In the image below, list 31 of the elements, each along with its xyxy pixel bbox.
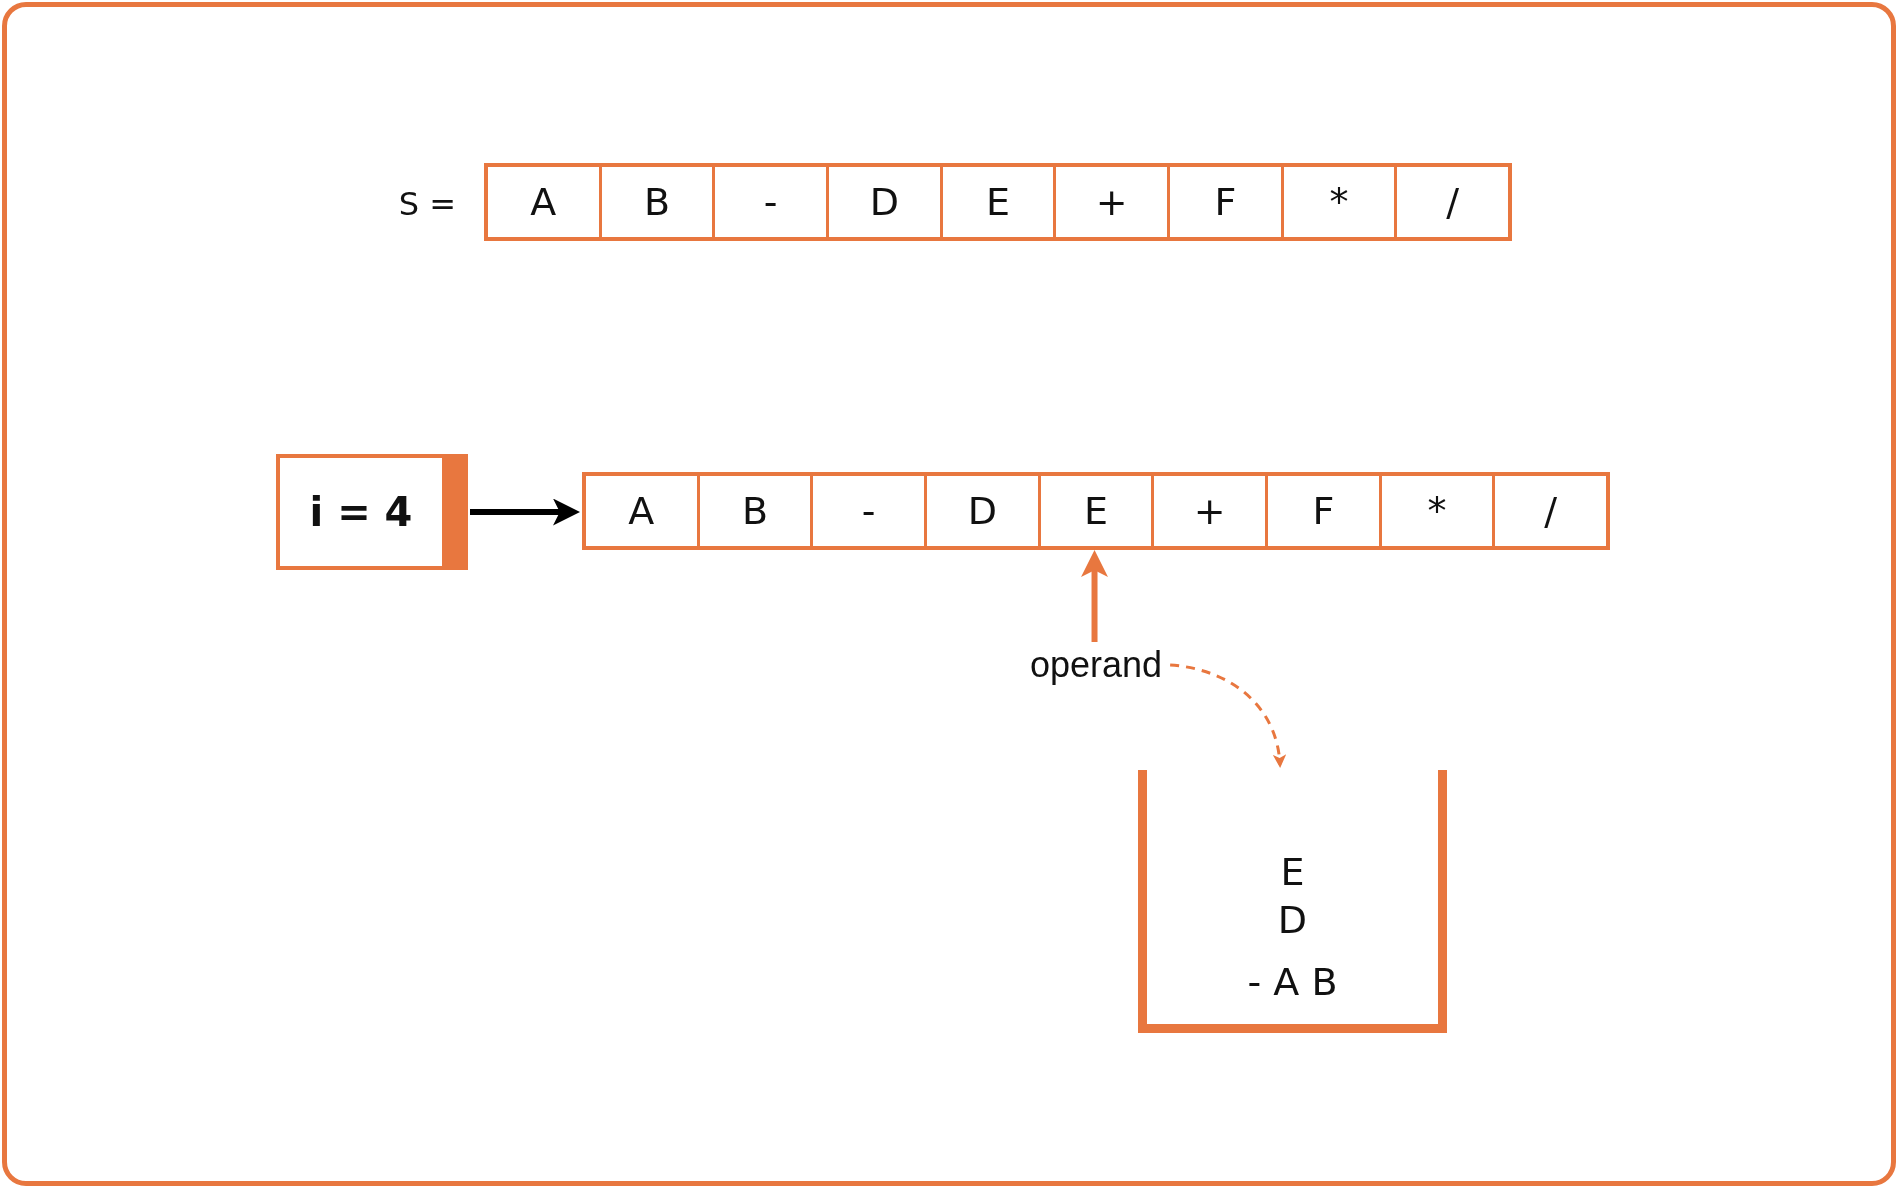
array-cell: A [488,167,599,237]
array-cell: / [1492,476,1607,546]
array-cell: F [1167,167,1281,237]
stack-item: D [1277,897,1308,944]
stack-item: E [1280,849,1305,896]
stack-item: - A B [1247,959,1338,1006]
array-cell: D [826,167,940,237]
array-cell: + [1053,167,1168,237]
array-cell: / [1394,167,1509,237]
index-label: i = 4 [309,488,413,536]
array-cell: + [1151,476,1266,546]
array-cell: * [1280,167,1395,237]
array [484,163,1512,241]
array-cell: D [924,476,1038,546]
array-cell: * [1378,476,1493,546]
array-cell: E [1037,476,1152,546]
array-cell: F [1265,476,1379,546]
array-cell: A [586,476,697,546]
array-cell: - [810,476,924,546]
array-name-label: S = [398,185,456,223]
arrow [470,498,580,526]
dashed-arrow [1169,663,1286,768]
index-box [276,454,468,570]
array-cell: - [712,167,826,237]
array-cell: E [939,167,1054,237]
array-cell: B [598,167,713,237]
operand-label: operand [1030,646,1163,684]
arrow [1081,550,1108,642]
array [582,472,1610,550]
stack-container [1138,770,1447,1033]
array-cell: B [696,476,811,546]
